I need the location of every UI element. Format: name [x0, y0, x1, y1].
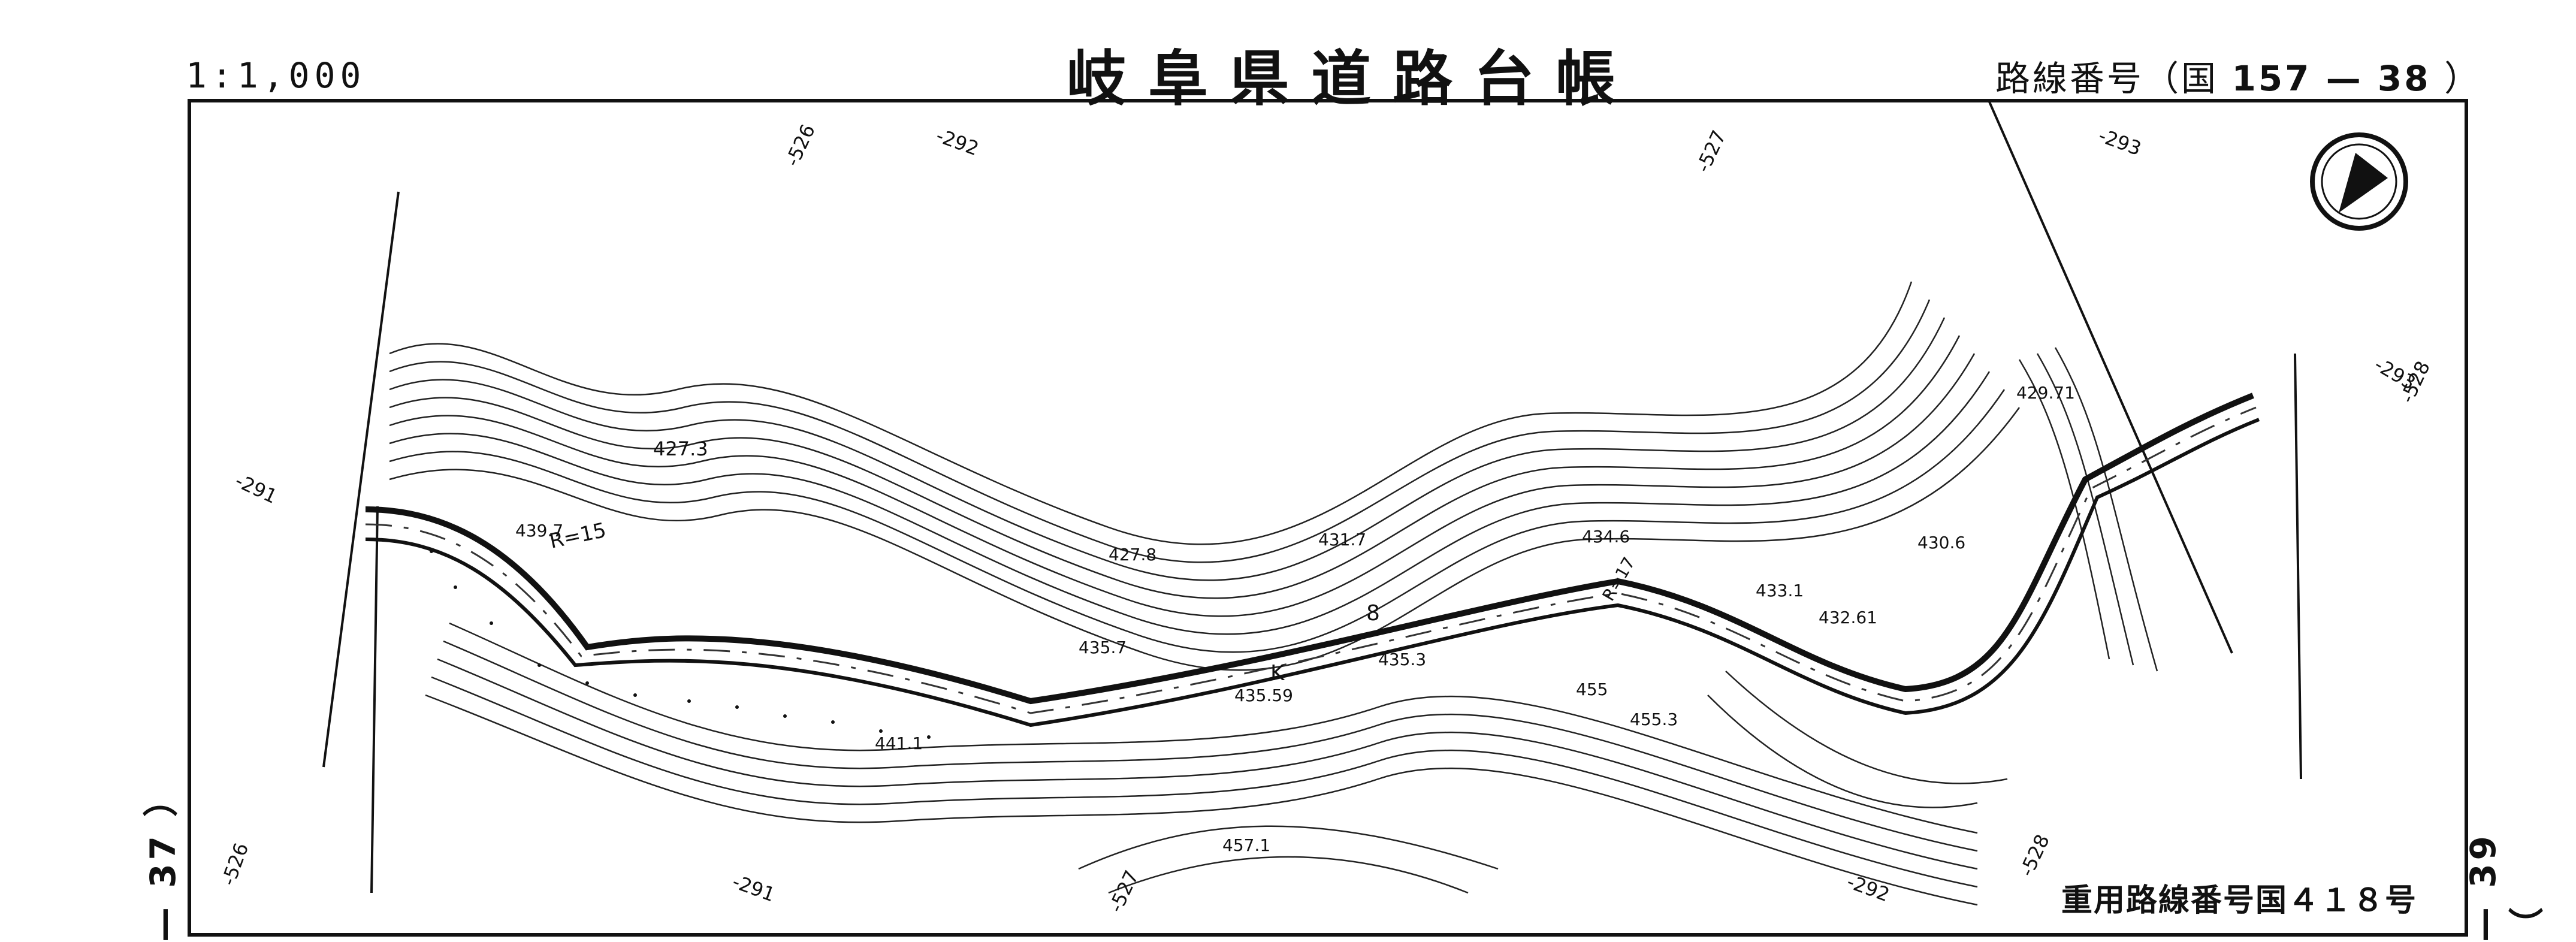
map-label: -526 [217, 840, 253, 888]
map-label: 439.7 [515, 521, 563, 541]
map-label: -526 [781, 121, 820, 170]
map-label: -291 [232, 469, 281, 508]
sheet-boundaries [322, 101, 2302, 893]
map-label: K [1270, 661, 1285, 686]
map-label: 430.6 [1917, 533, 1965, 552]
map-label: 433.1 [1756, 581, 1804, 600]
road [365, 393, 2260, 727]
embankment-dots [430, 550, 931, 739]
map-label: 8 [1366, 601, 1380, 626]
map-label: 432.61 [1819, 608, 1877, 627]
map-label: 431.7 [1318, 530, 1366, 550]
route-prefix: 路線番号（国 [1995, 58, 2219, 99]
contour-lines [389, 281, 2158, 906]
map-label: 435.7 [1079, 638, 1127, 657]
map-label: -527 [1692, 127, 1731, 176]
route-number-value: 157 — 38 [2231, 58, 2431, 99]
map-label: -292 [933, 124, 982, 161]
map-label: 457.1 [1222, 835, 1270, 855]
map-label: 455.3 [1630, 709, 1678, 729]
map-label: 455 [1576, 680, 1608, 699]
map-label: 429.71 [2016, 383, 2075, 403]
important-route-number: 重用路線番号国４１８号 [2061, 882, 2418, 919]
map-label: -292 [1844, 870, 1892, 907]
map-label: 434.6 [1582, 527, 1630, 547]
map-label: 435.3 [1378, 650, 1426, 669]
map-labels: -526 -292 -527 -293 -291 -293 -528 -526 … [217, 121, 2435, 916]
route-suffix: ） [2444, 58, 2482, 99]
map-label: 427.8 [1109, 545, 1156, 564]
map-label: 435.59 [1234, 686, 1293, 705]
north-arrow [2310, 132, 2408, 231]
map-label: 441.1 [875, 733, 923, 753]
map-label: -293 [2095, 124, 2144, 161]
map-label: -291 [729, 870, 778, 907]
route-number: 路線番号（国 157 — 38 ） [1995, 50, 2481, 101]
map-label: -527 [1104, 867, 1143, 916]
map-label: 427.3 [653, 437, 708, 460]
map-frame [188, 99, 2468, 937]
map-label: -528 [2015, 831, 2054, 880]
map-scale: 1:1,000 [186, 55, 366, 96]
